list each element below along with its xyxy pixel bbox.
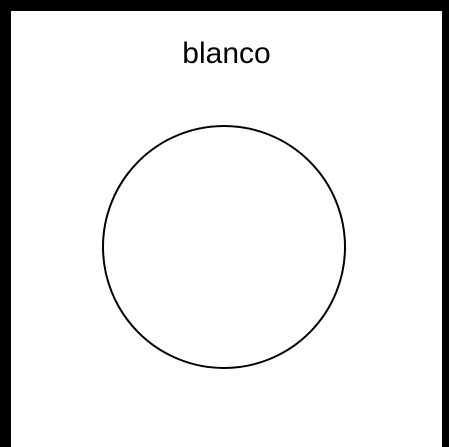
circle-shape: [102, 125, 346, 369]
white-card: blanco: [11, 11, 442, 447]
color-label: blanco: [182, 37, 271, 70]
circle-outline: [102, 125, 346, 369]
